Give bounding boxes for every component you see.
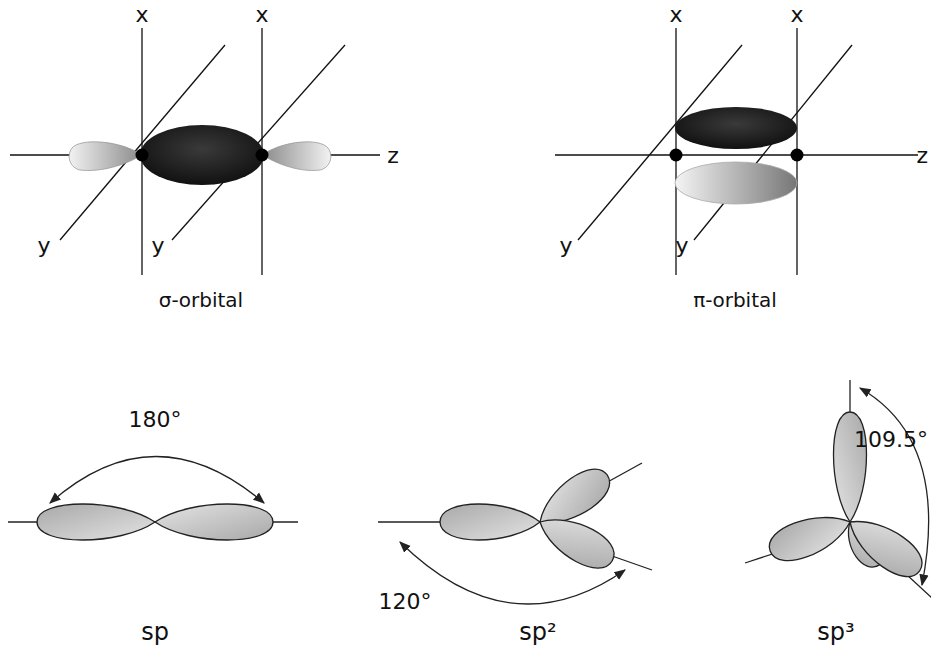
axis-label: z	[387, 145, 399, 167]
axis-label: x	[790, 4, 803, 26]
hybrid-label: sp²	[519, 620, 556, 644]
hybrid-lobe	[840, 507, 930, 585]
hybrid-lobe	[440, 504, 540, 540]
hybrid-lobe	[532, 506, 621, 576]
hybrid-lobe	[764, 505, 856, 568]
axis-label: z	[916, 145, 928, 167]
pi-orbital-figure	[555, 28, 918, 275]
axis-label: x	[255, 4, 268, 26]
angle-label: 109.5°	[854, 429, 928, 451]
hybrid-lobe	[155, 504, 273, 540]
axis-label: x	[135, 4, 148, 26]
angle-label: 120°	[379, 591, 432, 613]
axis-label: y	[559, 235, 572, 257]
sigma-orbital-figure	[10, 28, 380, 275]
angle-label: 180°	[129, 409, 182, 431]
caption: σ-orbital	[159, 290, 243, 310]
axis-label: y	[675, 235, 688, 257]
axis-label: x	[669, 4, 682, 26]
hybrid-label: sp	[141, 620, 169, 644]
axis-label: y	[37, 235, 50, 257]
axis-label: y	[151, 235, 164, 257]
hybrid-label: sp³	[817, 620, 854, 644]
caption: π-orbital	[693, 290, 777, 310]
hybrid-lobe	[37, 504, 155, 540]
hybrid-orbitals	[8, 380, 931, 604]
